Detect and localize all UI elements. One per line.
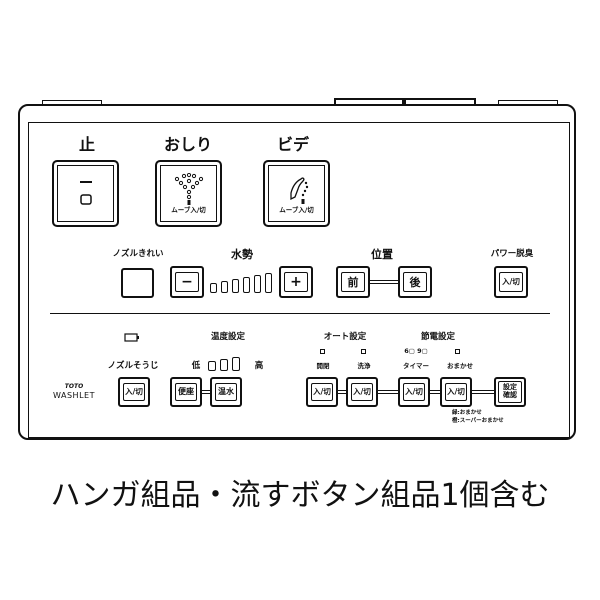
position-connector (370, 280, 400, 284)
plus-inner-box: + (284, 272, 308, 292)
note-omakase: 緑:おまかせ (452, 410, 482, 416)
high-label: 高 (254, 361, 264, 371)
plus-label: + (290, 274, 302, 290)
spray-icon (174, 173, 203, 206)
water-btn-label: 温水 (218, 387, 234, 396)
stop-label: 止 (78, 135, 95, 154)
hours-label: 6▢ 9▢ (404, 347, 428, 355)
remote-panel-inner (28, 122, 570, 438)
temp-setting-label: 温度設定 (210, 332, 245, 342)
water-pressure-plus-button[interactable]: + (279, 266, 313, 298)
water-temp-button[interactable]: 温水 (210, 377, 242, 407)
stop-icon (79, 180, 92, 205)
stop-button[interactable] (52, 160, 119, 227)
seat-inner-box: 便座 (175, 383, 197, 401)
bidet-icon (289, 177, 308, 205)
timer-btn-label: 入/切 (405, 387, 423, 397)
auto-flush-inner-box: 入/切 (351, 383, 373, 401)
minus-inner-box: − (175, 272, 199, 292)
nozzle-cleanse-button[interactable]: 入/切 (118, 377, 150, 407)
omakase-btn-label: 入/切 (447, 387, 465, 397)
oshiri-button[interactable]: ムーブ入/切 (155, 160, 222, 227)
timer-label: タイマー (403, 362, 429, 370)
minus-label: − (181, 274, 193, 290)
auto-open-btn-label: 入/切 (313, 387, 331, 397)
confirm-inner-box: 設定確認 (498, 381, 522, 403)
oshiri-sub-label: ムーブ入/切 (171, 206, 206, 215)
bidet-label: ビデ (276, 135, 309, 154)
nozzle-cleanse-label: ノズルそうじ (107, 361, 159, 371)
pressure-level-5 (254, 275, 261, 293)
timer-button[interactable]: 入/切 (398, 377, 430, 407)
temp-level-1 (208, 361, 216, 371)
open-close-label: 開閉 (316, 362, 330, 370)
power-save-label: 節電設定 (420, 332, 455, 342)
water-pressure-label: 水勢 (231, 248, 253, 261)
pressure-level-6 (265, 273, 272, 293)
front-inner-box: 前 (341, 272, 365, 292)
seat-btn-label: 便座 (178, 387, 194, 396)
auto-flush-button[interactable]: 入/切 (346, 377, 378, 407)
auto-open-inner-box: 入/切 (311, 383, 333, 401)
water-inner-box: 温水 (215, 383, 237, 401)
auto-open-button[interactable]: 入/切 (306, 377, 338, 407)
water-pressure-minus-button[interactable]: − (170, 266, 204, 298)
nozzle-cleanse-btn-label: 入/切 (125, 387, 143, 397)
omakase-inner-box: 入/切 (445, 383, 467, 401)
front-label: 前 (347, 275, 359, 289)
power-deodor-btn-label: 入/切 (502, 277, 520, 287)
note-super-omakase: 橙:スーパーおまかせ (452, 418, 504, 424)
temp-connector (202, 390, 212, 394)
confirm-btn-label: 設定確認 (503, 383, 517, 399)
brand-washlet: WASHLET (53, 391, 95, 400)
low-label: 低 (191, 361, 201, 371)
brand-toto: TOTO (64, 383, 84, 390)
nozzle-cleanse-inner-box: 入/切 (123, 383, 145, 401)
omakase-indicator (455, 349, 460, 354)
section-divider (50, 313, 550, 314)
back-inner-box: 後 (403, 272, 427, 292)
power-deodor-button[interactable]: 入/切 (494, 266, 528, 298)
bidet-sub-label: ムーブ入/切 (279, 206, 314, 215)
bidet-button[interactable]: ムーブ入/切 (263, 160, 330, 227)
back-label: 後 (409, 275, 421, 289)
temp-level-2 (220, 359, 228, 371)
auto-flush-btn-label: 入/切 (353, 387, 371, 397)
power-save-connector (430, 390, 442, 394)
pressure-level-2 (221, 281, 228, 293)
product-caption: ハンガ組品・流すボタン組品1個含む (50, 478, 550, 513)
auto-connector (338, 390, 348, 394)
omakase-label: おまかせ (447, 362, 473, 370)
position-back-button[interactable]: 後 (398, 266, 432, 298)
temp-level-3 (232, 357, 240, 371)
auto-open-indicator (320, 349, 325, 354)
position-front-button[interactable]: 前 (336, 266, 370, 298)
auto-power-connector (378, 390, 400, 394)
auto-setting-label: オート設定 (323, 332, 367, 342)
pressure-level-3 (232, 279, 239, 293)
omakase-button[interactable]: 入/切 (440, 377, 472, 407)
seat-temp-button[interactable]: 便座 (170, 377, 202, 407)
auto-flush-indicator (361, 349, 366, 354)
power-deodor-label: パワー脱臭 (490, 249, 534, 259)
timer-inner-box: 入/切 (403, 383, 425, 401)
battery-icon (124, 333, 139, 342)
pressure-level-4 (243, 277, 250, 293)
power-deodor-inner-box: 入/切 (499, 272, 523, 292)
pressure-level-1 (210, 283, 217, 293)
confirm-connector (472, 390, 496, 394)
nozzle-clean-button[interactable] (121, 268, 154, 298)
nozzle-clean-label: ノズルきれい (112, 249, 164, 259)
setting-confirm-button[interactable]: 設定確認 (494, 377, 526, 407)
position-label: 位置 (371, 248, 393, 261)
oshiri-label: おしり (163, 135, 212, 154)
flush-label: 洗浄 (357, 362, 371, 370)
